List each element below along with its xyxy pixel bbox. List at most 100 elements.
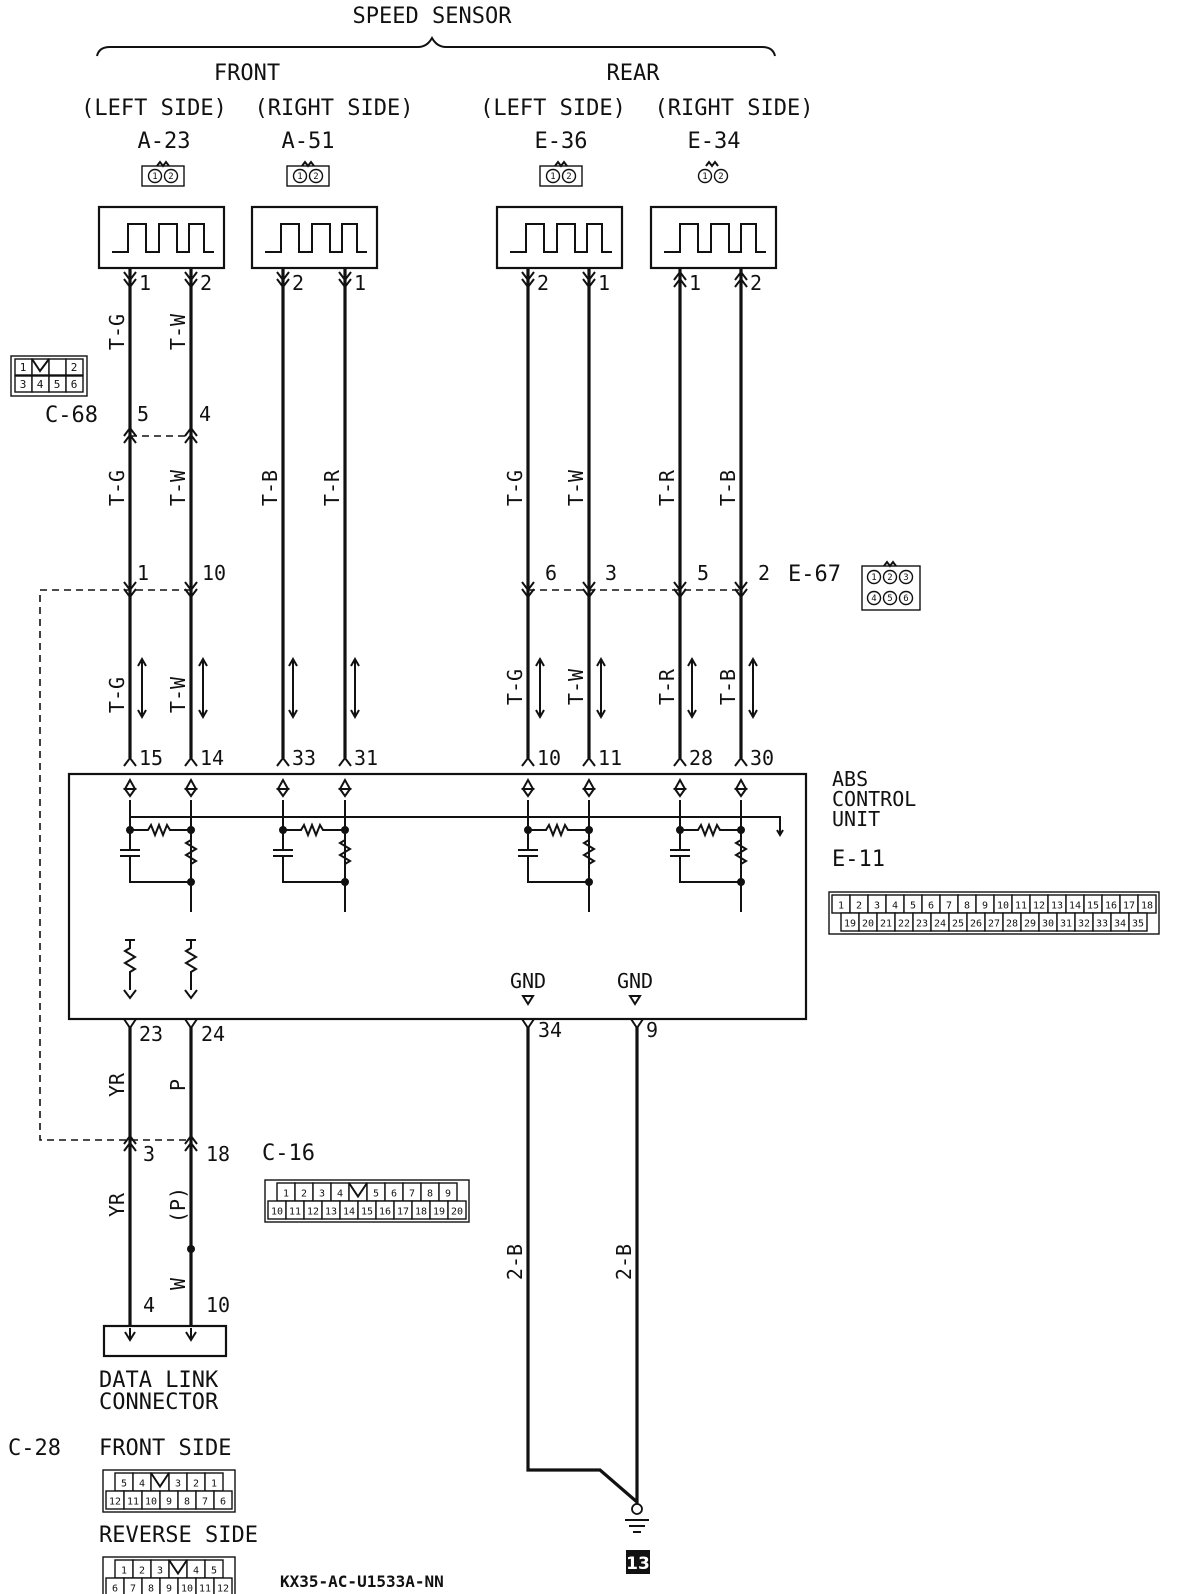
sensor-pin: 1 — [689, 271, 701, 295]
wire-color-label: YR — [105, 1072, 129, 1097]
dlc-pin: 4 — [143, 1293, 155, 1317]
c16-terminal-marks — [123, 1134, 198, 1152]
connector-pin-number: 34 — [1114, 919, 1126, 930]
connector-pin-number: 20 — [451, 1207, 463, 1218]
wire-gnd-34 — [526, 1027, 639, 1504]
connector-pin-number: 35 — [1132, 919, 1144, 930]
connector-pin-number: 5 — [211, 1566, 217, 1577]
connector-pin-number: 10 — [271, 1207, 283, 1218]
connector-e34-symbol: 1 2 — [697, 160, 729, 184]
connector-pin-number: 31 — [1060, 919, 1072, 930]
sensor-a51-id: A-51 — [282, 129, 335, 154]
connector-pin-number: 5 — [121, 1479, 127, 1490]
connector-pin-number: 2 — [193, 1479, 199, 1490]
ecu-bottom-pin: 34 — [538, 1018, 562, 1042]
connector-pin-number: 25 — [952, 919, 964, 930]
connector-pin-number: 2 — [139, 1566, 145, 1577]
connector-pin-number: 9 — [166, 1584, 172, 1594]
c28-reverse-side-label: REVERSE SIDE — [99, 1523, 258, 1548]
wire-color-label: T-B — [716, 669, 740, 705]
connector-pin-number: 11 — [289, 1207, 301, 1218]
connector-pin-number: 4 — [337, 1189, 343, 1200]
diagram-title: SPEED SENSOR — [353, 4, 513, 29]
connector-pin-number: 4 — [892, 901, 898, 912]
e67-pin: 6 — [545, 561, 557, 585]
svg-text:3: 3 — [903, 573, 908, 583]
pulse-waveform-icon — [664, 223, 766, 253]
connector-pin-number: 17 — [1123, 901, 1135, 912]
connector-e67-label: E-67 — [788, 562, 841, 587]
wire-color-label: 2-B — [612, 1244, 636, 1280]
sensor-e34-id: E-34 — [688, 129, 741, 154]
sensor-a23-side: (LEFT SIDE) — [81, 96, 227, 121]
svg-text:2: 2 — [718, 172, 723, 182]
svg-text:1: 1 — [702, 172, 707, 182]
c16-pin: 3 — [143, 1142, 155, 1166]
connector-pin-number: 10 — [997, 901, 1009, 912]
connector-pin-number: 22 — [898, 919, 910, 930]
ecu-bottom-pin: 9 — [646, 1018, 658, 1042]
ecu-connector-label: E-11 — [832, 847, 885, 872]
connector-pin-number: 6 — [112, 1584, 118, 1594]
pulse-waveform-icon — [265, 223, 367, 253]
connector-key-mark — [150, 1472, 170, 1489]
connector-pin-number: 17 — [397, 1207, 409, 1218]
svg-text:2: 2 — [71, 361, 78, 374]
connector-c68-face: 1 2 3 4 5 6 — [10, 355, 88, 397]
pulse-waveform-icon — [112, 223, 214, 253]
connector-pin-number: 8 — [964, 901, 970, 912]
connector-pin-number: 7 — [202, 1497, 208, 1508]
wire-color-label: T-G — [503, 470, 527, 506]
connector-pin-number: 24 — [934, 919, 946, 930]
svg-text:3: 3 — [20, 378, 27, 391]
connector-pin-number: 11 — [1015, 901, 1027, 912]
connector-cell — [1128, 912, 1148, 932]
sensor-pin: 2 — [750, 271, 762, 295]
connector-pin-number: 15 — [1087, 901, 1099, 912]
wire-color-label: W — [166, 1277, 190, 1290]
connector-pin-number: 8 — [148, 1584, 154, 1594]
connector-pin-number: 5 — [910, 901, 916, 912]
connector-pin-number: 11 — [127, 1497, 139, 1508]
data-link-connector-box — [102, 1324, 228, 1358]
svg-text:6: 6 — [903, 594, 908, 604]
svg-text:1: 1 — [152, 172, 157, 182]
svg-text:2: 2 — [168, 172, 173, 182]
connector-pin-number: 7 — [130, 1584, 136, 1594]
sensor-pin: 1 — [139, 271, 151, 295]
connector-c16-label: C-16 — [262, 1141, 315, 1166]
wire-color-label: T-W — [564, 469, 588, 506]
ecu-top-pin: 31 — [354, 746, 378, 770]
svg-text:1: 1 — [20, 361, 27, 374]
connector-pin-number: 3 — [319, 1189, 325, 1200]
svg-text:4: 4 — [871, 594, 876, 604]
sensor-e36-id: E-36 — [535, 129, 588, 154]
connector-pin-number: 21 — [880, 919, 892, 930]
wire-color-label: T-W — [166, 313, 190, 350]
dlc-pin-arrows — [124, 1328, 197, 1342]
wire-color-label: T-W — [166, 676, 190, 713]
figure-code: KX35-AC-U1533A-NN — [280, 1572, 444, 1591]
speed-sensor-brace — [96, 35, 776, 57]
connector-pin-number: 6 — [928, 901, 934, 912]
ecu-top-pin: 11 — [598, 746, 622, 770]
ecu-bottom-pin: 23 — [139, 1022, 163, 1046]
connector-pin-number: 13 — [325, 1207, 337, 1218]
connector-pin-number: 1 — [838, 901, 844, 912]
connector-pin-number: 12 — [1033, 901, 1045, 912]
connector-e67-face: 1 2 3 4 5 6 — [861, 560, 921, 611]
connector-c68-label: C-68 — [45, 403, 98, 428]
sensor-e36-box — [495, 205, 624, 270]
c28-front-side-label: FRONT SIDE — [99, 1436, 231, 1461]
abs-control-unit-box — [67, 772, 808, 1021]
wire-color-label: T-B — [716, 470, 740, 506]
connector-pin-number: 6 — [391, 1189, 397, 1200]
dlc-pin: 10 — [206, 1293, 230, 1317]
e67-pin: 3 — [605, 561, 617, 585]
connector-pin-number: 5 — [373, 1189, 379, 1200]
c68-terminal-marks — [123, 426, 198, 444]
svg-text:2: 2 — [887, 573, 892, 583]
